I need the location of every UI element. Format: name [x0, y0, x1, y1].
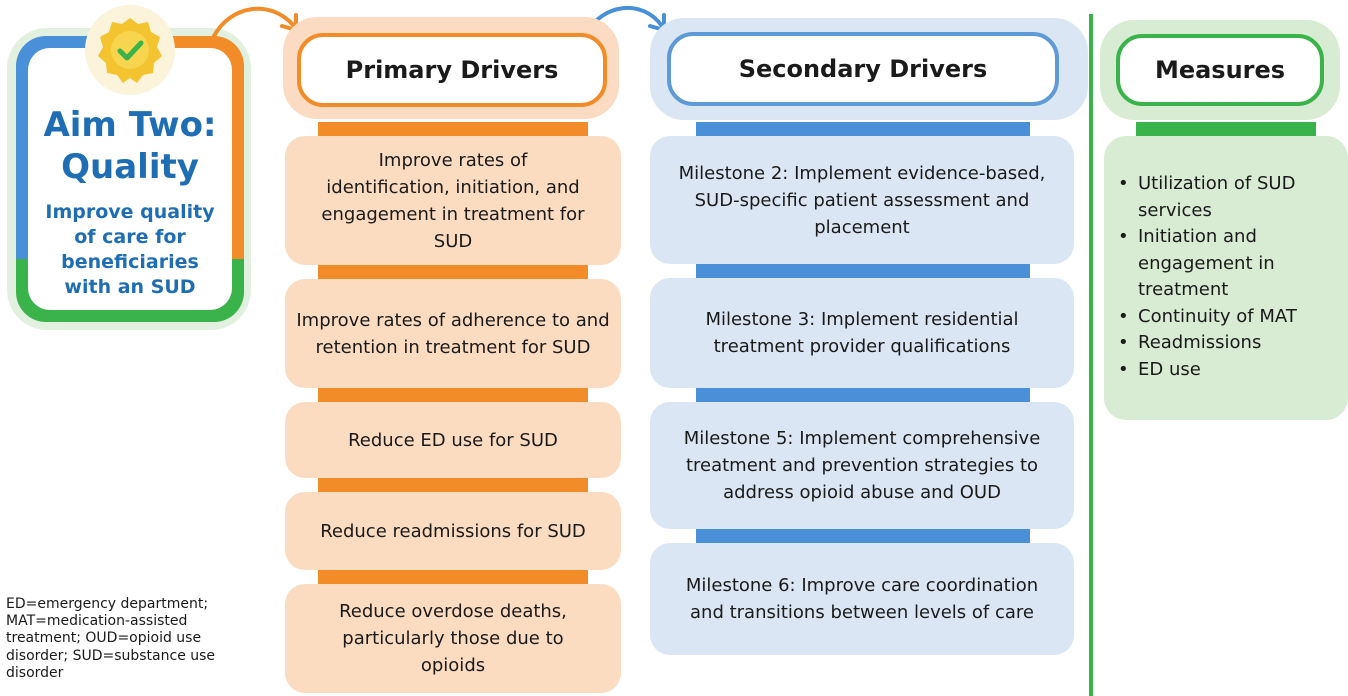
primary-connector [318, 388, 588, 402]
primary-connector [318, 570, 588, 584]
primary-drivers-header: Primary Drivers [297, 33, 607, 107]
primary-driver: Improve rates of adherence to and retent… [285, 279, 621, 388]
primary-driver: Reduce readmissions for SUD [285, 492, 621, 570]
measure-item: Readmissions [1118, 330, 1342, 357]
primary-connector [318, 265, 588, 279]
primary-driver: Reduce ED use for SUD [285, 402, 621, 478]
measures-list: Utilization of SUD services Initiation a… [1118, 171, 1342, 383]
aim-title-line2: Quality [61, 147, 199, 187]
primary-connector [318, 478, 588, 492]
column-divider [1089, 14, 1093, 696]
measure-item: Initiation and engagement in treatment [1118, 224, 1342, 304]
measures-connector [1136, 122, 1316, 136]
measures-header: Measures [1116, 34, 1324, 106]
footnote: ED=emergency department; MAT=medication-… [6, 596, 216, 681]
aim-title: Aim Two: Quality [28, 104, 232, 188]
measures-box: Utilization of SUD services Initiation a… [1104, 136, 1348, 420]
secondary-driver: Milestone 2: Implement evidence-based, S… [650, 136, 1074, 264]
measure-item: ED use [1118, 357, 1342, 384]
checkmark-badge-icon [98, 18, 162, 83]
secondary-driver: Milestone 3: Implement residential treat… [650, 278, 1074, 388]
primary-driver: Improve rates of identification, initiat… [285, 136, 621, 265]
measure-item: Continuity of MAT [1118, 304, 1342, 331]
primary-connector [318, 122, 588, 136]
secondary-connector [696, 264, 1030, 278]
secondary-driver: Milestone 6: Improve care coordination a… [650, 543, 1074, 655]
secondary-drivers-header: Secondary Drivers [667, 32, 1059, 106]
measure-item: Utilization of SUD services [1118, 171, 1342, 224]
secondary-connector [696, 529, 1030, 543]
aim-subtitle: Improve quality of care for beneficiarie… [45, 201, 215, 298]
secondary-connector [696, 388, 1030, 402]
secondary-connector [696, 122, 1030, 136]
aim-title-line1: Aim Two: [43, 105, 217, 145]
secondary-driver: Milestone 5: Implement comprehensive tre… [650, 402, 1074, 529]
primary-driver: Reduce overdose deaths, particularly tho… [285, 584, 621, 693]
